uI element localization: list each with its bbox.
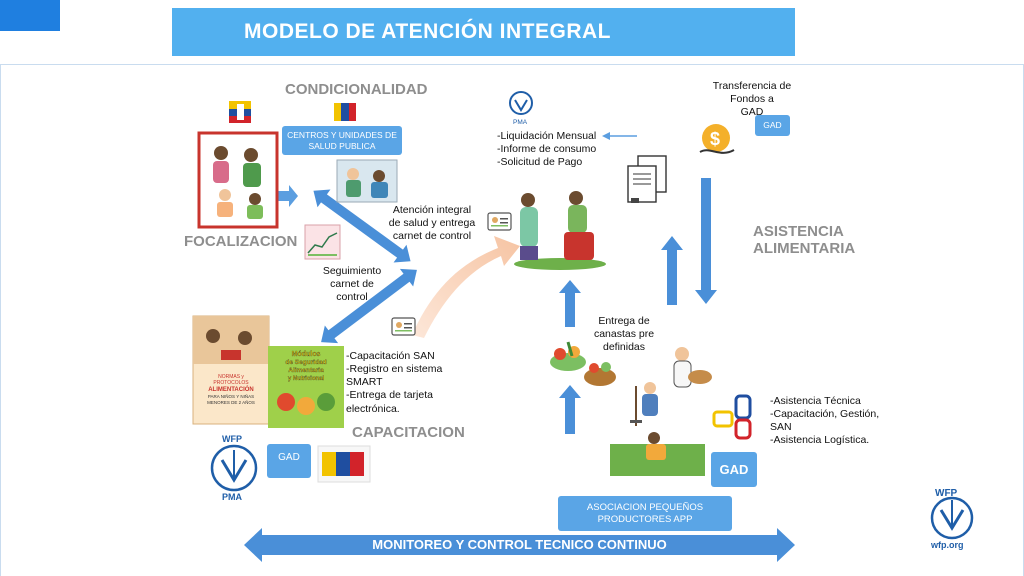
text-asistencia-list: -Asistencia Técnica-Capacitación, Gestió… — [770, 395, 880, 447]
growth-chart-card-icon — [304, 224, 341, 260]
msp-logo-bottom-icon — [317, 445, 371, 483]
svg-text:MENORES DE 2 AÑOS: MENORES DE 2 AÑOS — [207, 399, 255, 405]
arrow-focalizacion — [275, 185, 298, 207]
svg-text:wfp.org: wfp.org — [930, 540, 964, 550]
gad-logo-icon — [712, 394, 752, 440]
box-gad-right: GAD — [711, 452, 757, 487]
arrow-up-center — [559, 280, 581, 327]
monitoreo-label: MONITOREO Y CONTROL TECNICO CONTINUO — [372, 537, 667, 552]
corner-accent — [0, 0, 60, 31]
svg-text:Alimentaria: Alimentaria — [288, 367, 324, 374]
id-card-icon — [391, 317, 416, 336]
monitoreo-arrow — [244, 528, 795, 562]
beneficiaries-illustration — [514, 191, 606, 270]
svg-text:PMA: PMA — [513, 119, 528, 126]
arrow-seguimiento-capacitacion — [321, 268, 417, 344]
box-gad-left: GAD — [267, 444, 311, 478]
arrow-transferencia-liquidacion — [602, 132, 637, 140]
svg-text:WFP: WFP — [222, 434, 242, 444]
svg-text:$: $ — [710, 129, 720, 149]
nutrition-guide-book: NORMAS y PROTOCOLOS ALIMENTACIÓN PARA NI… — [192, 315, 270, 425]
arrow-centros-atencion — [313, 189, 411, 263]
arrow-capacitacion-beneficiarios — [412, 236, 520, 338]
svg-text:NORMAS y: NORMAS y — [218, 374, 244, 380]
msp-logo-icon — [334, 103, 356, 121]
label-condicionalidad: CONDICIONALIDAD — [285, 81, 428, 98]
page-title: MODELO DE ATENCIÓN INTEGRAL — [244, 20, 611, 43]
wfp-logo-left: WFP PMA — [210, 434, 258, 502]
svg-text:y Nutricional: y Nutricional — [288, 376, 325, 382]
svg-text:PARA NIÑOS Y NIÑAS: PARA NIÑOS Y NIÑAS — [208, 393, 254, 399]
id-card-icon — [487, 212, 512, 231]
arrow-up-right — [661, 236, 683, 305]
label-capacitacion: CAPACITACION — [352, 424, 465, 441]
field-worker-illustration — [610, 432, 705, 476]
farmer-with-rake-icon — [630, 382, 658, 426]
farmer-with-basket-icon — [673, 347, 712, 388]
text-liquidacion: -Liquidación Mensual-Informe de consumo-… — [497, 130, 597, 169]
svg-text:de Seguridad: de Seguridad — [285, 359, 326, 366]
wfp-logo-right: WFP wfp.org — [930, 488, 974, 550]
ministry-flag-icon — [229, 101, 251, 123]
family-illustration — [197, 131, 279, 229]
arrow-up-bottom — [559, 385, 581, 434]
vegetables-icon — [550, 341, 586, 371]
basket-icon — [584, 362, 616, 386]
clinic-illustration — [336, 159, 398, 203]
money-hand-icon: $ — [699, 124, 735, 154]
svg-text:PROTOCOLOS: PROTOCOLOS — [213, 380, 249, 386]
svg-text:PMA: PMA — [222, 492, 243, 502]
svg-text:WFP: WFP — [935, 488, 958, 499]
label-asistencia-alimentaria: ASISTENCIA ALIMENTARIA — [753, 223, 856, 258]
food-security-module-book: Módulos de Seguridad Alimentaria y Nutri… — [268, 346, 344, 428]
label-focalizacion: FOCALIZACION — [184, 233, 298, 250]
documents-icon — [627, 155, 667, 203]
title-bar: MODELO DE ATENCIÓN INTEGRAL — [172, 8, 795, 56]
wfp-small-logo-icon: PMA — [509, 91, 533, 126]
arrow-down-right — [695, 178, 717, 304]
svg-text:ALIMENTACIÓN: ALIMENTACIÓN — [208, 385, 254, 393]
svg-text:Módulos: Módulos — [292, 351, 321, 358]
box-gad-top: GAD — [755, 115, 790, 136]
